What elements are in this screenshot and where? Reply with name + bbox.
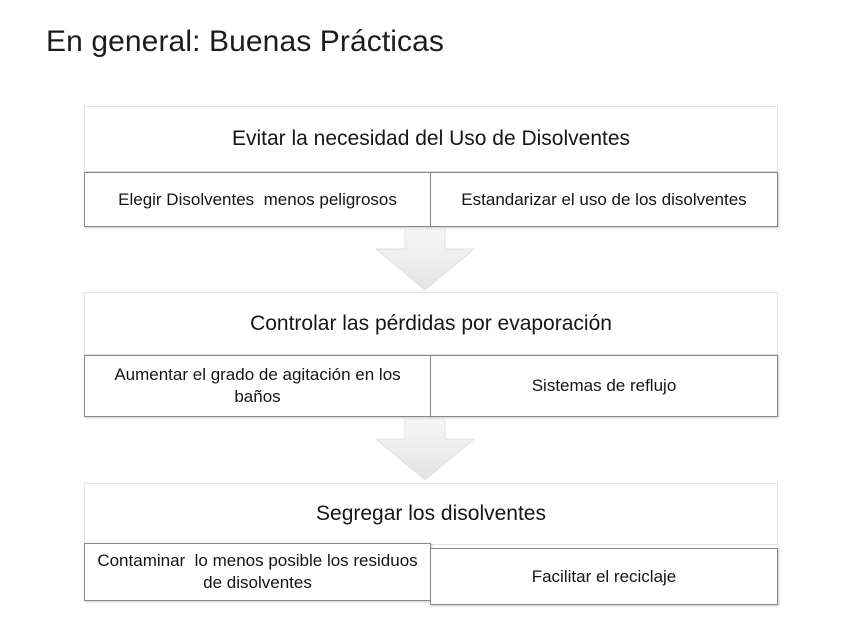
page-title: En general: Buenas Prácticas xyxy=(46,25,445,58)
block-1-header[interactable]: Evitar la necesidad del Uso de Disolvent… xyxy=(84,106,778,172)
block-3-sub-box-right-label: Facilitar el reciclaje xyxy=(531,566,677,586)
flow-block-3: Segregar los disolventes Contaminar lo m… xyxy=(84,483,778,605)
block-3-sub-box-left-label: Contaminar lo menos posible los residuos… xyxy=(97,551,423,592)
block-3-sub-box-left[interactable]: Contaminar lo menos posible los residuos… xyxy=(84,543,431,601)
block-2-header-label: Controlar las pérdidas por evaporación xyxy=(250,311,612,335)
down-arrow-icon-1 xyxy=(374,229,476,291)
block-3-sub-box-right[interactable]: Facilitar el reciclaje xyxy=(430,548,778,605)
block-1-header-label: Evitar la necesidad del Uso de Disolvent… xyxy=(231,127,631,150)
block-3-header[interactable]: Segregar los disolventes xyxy=(84,483,778,545)
block-1-sub-row: Elegir Disolventes menos peligrosos Esta… xyxy=(84,172,778,227)
block-2-sub-box-left[interactable]: Aumentar el grado de agitación en los ba… xyxy=(84,355,431,417)
block-1-sub-box-right-label: Estandarizar el uso de los disolventes xyxy=(461,189,747,209)
block-2-sub-box-right-label: Sistemas de reflujo xyxy=(531,376,677,395)
block-1-sub-box-left[interactable]: Elegir Disolventes menos peligrosos xyxy=(84,172,431,227)
block-2-sub-row: Aumentar el grado de agitación en los ba… xyxy=(84,355,778,417)
block-2-sub-box-left-label: Aumentar el grado de agitación en los ba… xyxy=(114,365,406,406)
block-3-header-label: Segregar los disolventes xyxy=(316,502,546,525)
down-arrow-icon-2 xyxy=(374,419,476,481)
down-arrow-2-shape xyxy=(374,419,476,481)
down-arrow-1-shape xyxy=(374,229,476,291)
block-3-sub-row: Contaminar lo menos posible los residuos… xyxy=(84,543,778,605)
block-1-sub-box-right[interactable]: Estandarizar el uso de los disolventes xyxy=(430,172,778,227)
block-2-sub-box-right[interactable]: Sistemas de reflujo xyxy=(430,355,778,417)
flow-block-2: Controlar las pérdidas por evaporación A… xyxy=(84,292,778,417)
block-1-sub-box-left-label: Elegir Disolventes menos peligrosos xyxy=(118,189,397,209)
flow-block-1: Evitar la necesidad del Uso de Disolvent… xyxy=(84,106,778,227)
block-2-header[interactable]: Controlar las pérdidas por evaporación xyxy=(84,292,778,355)
